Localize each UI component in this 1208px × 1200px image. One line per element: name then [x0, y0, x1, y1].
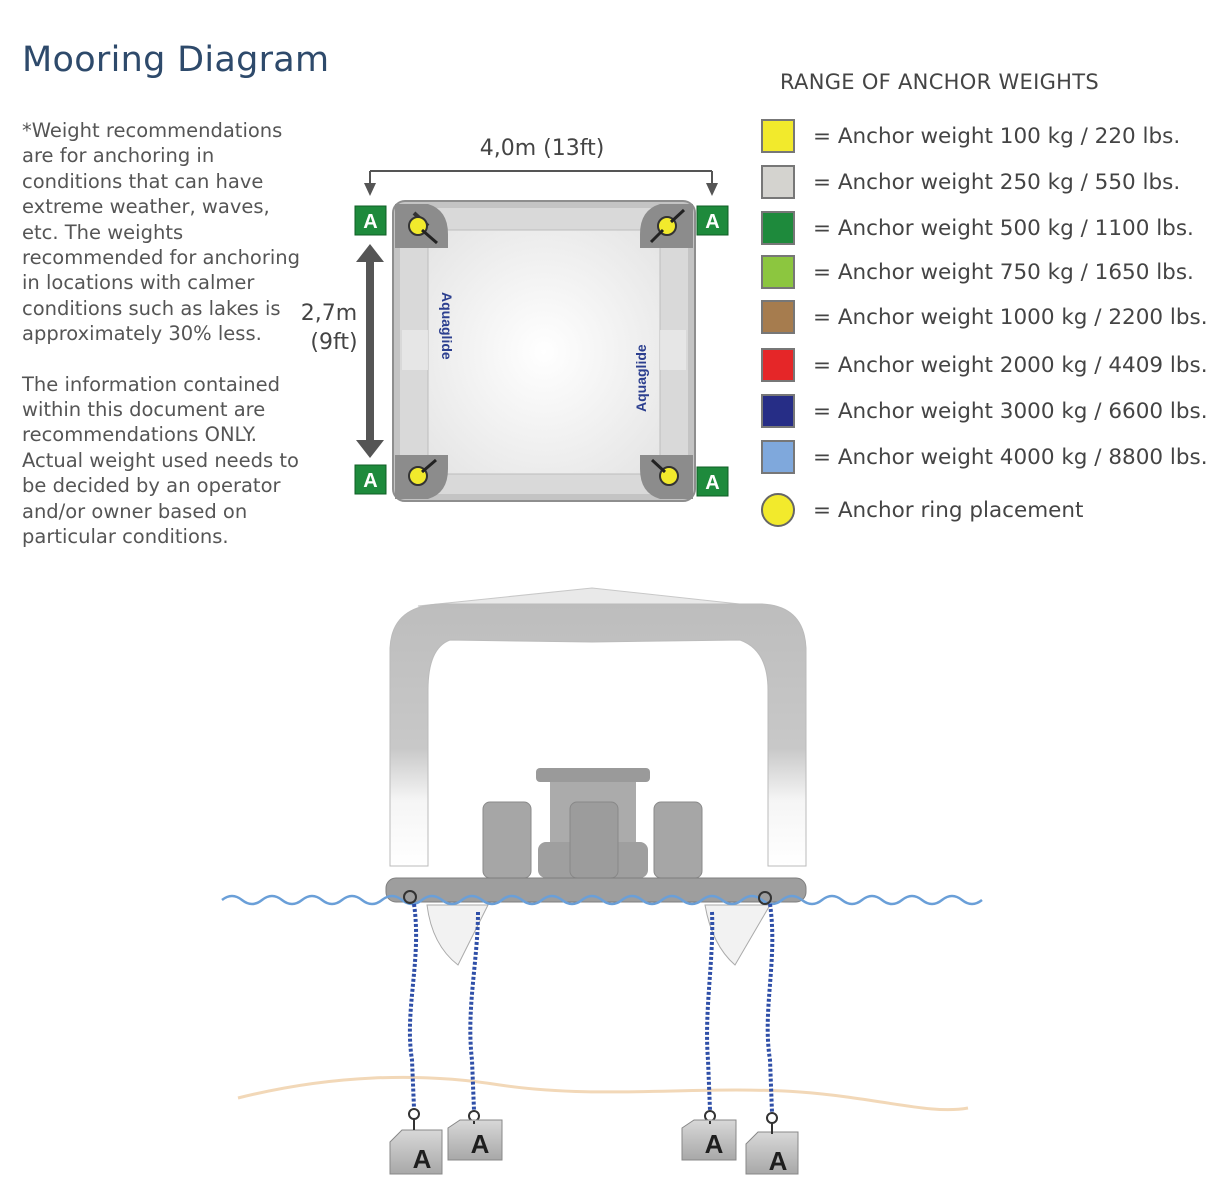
left-bollard — [482, 801, 532, 879]
anchor-weight-label: A — [769, 1146, 788, 1176]
anchor-badge-label: A — [363, 470, 377, 492]
navy-swatch — [761, 394, 795, 428]
green-swatch — [761, 211, 795, 245]
water-line — [221, 894, 983, 906]
right-keel — [704, 904, 771, 966]
brown-swatch — [761, 300, 795, 334]
light-gray-swatch — [761, 165, 795, 199]
legend-item-2000kg: = Anchor weight 2000 kg / 4409 lbs. — [761, 347, 1208, 383]
mooring-rope — [705, 911, 715, 1111]
disclaimer-note: The information contained within this do… — [22, 372, 299, 549]
red-swatch — [761, 348, 795, 382]
legend-label: = Anchor weight 750 kg / 1650 lbs. — [813, 259, 1194, 285]
anchor-weight: A — [389, 1119, 443, 1175]
legend-item-100kg: = Anchor weight 100 kg / 220 lbs. — [761, 118, 1180, 154]
base-platform — [385, 877, 807, 903]
anchor-badge-tl: A — [354, 205, 387, 236]
depth-dimension: 2,7m (9ft) — [301, 244, 384, 458]
legend-label: = Anchor weight 1000 kg / 2200 lbs. — [813, 304, 1208, 330]
anchor-ring-icon — [761, 493, 795, 527]
corner-tl — [395, 204, 448, 248]
anchor-badge-label: A — [363, 211, 377, 233]
legend-label: = Anchor ring placement — [813, 497, 1084, 523]
legend-item-750kg: = Anchor weight 750 kg / 1650 lbs. — [761, 254, 1194, 290]
legend-item-500kg: = Anchor weight 500 kg / 1100 lbs. — [761, 210, 1194, 246]
weight-note: *Weight recommendations are for anchorin… — [22, 119, 301, 346]
legend-item-ring: = Anchor ring placement — [761, 492, 1083, 528]
anchor-badge-bl: A — [354, 464, 387, 495]
legend-label: = Anchor weight 2000 kg / 4409 lbs. — [813, 352, 1208, 378]
legend-label: = Anchor weight 500 kg / 1100 lbs. — [813, 215, 1194, 241]
arch-frame — [389, 603, 807, 867]
depth-label: 2,7m — [301, 301, 357, 326]
corner-tr — [640, 204, 693, 248]
side-view: A A A A — [221, 587, 983, 1176]
anchor-badge-label: A — [705, 211, 719, 233]
anchor-weight: A — [745, 1123, 799, 1176]
side-panel — [402, 330, 428, 370]
depth-label-ft: (9ft) — [310, 330, 357, 355]
legend-label: = Anchor weight 250 kg / 550 lbs. — [813, 169, 1181, 195]
legend-item-250kg: = Anchor weight 250 kg / 550 lbs. — [761, 164, 1180, 200]
page-title: Mooring Diagram — [22, 40, 330, 80]
anchor-weight-label: A — [705, 1129, 724, 1159]
anchor-badge-tr: A — [696, 205, 729, 236]
legend-item-4000kg: = Anchor weight 4000 kg / 8800 lbs. — [761, 439, 1208, 475]
light-blue-swatch — [761, 440, 795, 474]
legend-label: = Anchor weight 100 kg / 220 lbs. — [813, 123, 1181, 149]
anchor-weight: A — [681, 1119, 737, 1161]
width-label: 4,0m (13ft) — [480, 136, 605, 161]
width-dimension: 4,0m (13ft) — [364, 136, 718, 196]
ring-icon — [758, 891, 772, 905]
top-view: 4,0m (13ft) 2,7m (9ft) Aquaglide Aquagli… — [301, 136, 729, 502]
mooring-rope — [407, 903, 419, 1109]
anchor-badge-br: A — [696, 466, 729, 497]
seabed-line — [237, 1075, 969, 1112]
brand-logo: Aquaglide — [633, 344, 649, 412]
legend-item-3000kg: = Anchor weight 3000 kg / 6600 lbs. — [761, 393, 1208, 429]
mooring-rope — [765, 903, 775, 1113]
right-bollard — [653, 801, 703, 879]
ring-icon — [403, 890, 417, 904]
platform-deck — [427, 229, 661, 475]
shackle-icon — [766, 1112, 778, 1124]
legend-title: RANGE OF ANCHOR WEIGHTS — [780, 70, 1099, 94]
mooring-rope — [468, 911, 480, 1111]
front-bollard — [569, 801, 619, 879]
corner-br — [640, 455, 693, 499]
legend-label: = Anchor weight 3000 kg / 6600 lbs. — [813, 398, 1208, 424]
shackle-icon — [408, 1108, 420, 1120]
anchor-weight-label: A — [413, 1144, 432, 1174]
anchor-weight: A — [447, 1119, 503, 1161]
brand-logo: Aquaglide — [439, 292, 455, 360]
left-keel — [426, 904, 489, 966]
legend-label: = Anchor weight 4000 kg / 8800 lbs. — [813, 444, 1208, 470]
anchor-badge-label: A — [705, 472, 719, 494]
center-cap — [536, 768, 650, 782]
corner-bl — [395, 455, 448, 499]
side-panel — [660, 330, 686, 370]
legend-item-1000kg: = Anchor weight 1000 kg / 2200 lbs. — [761, 299, 1208, 335]
yellow-swatch — [761, 119, 795, 153]
light-green-swatch — [761, 255, 795, 289]
notes: *Weight recommendations are for anchorin… — [22, 118, 307, 575]
anchor-weight-label: A — [471, 1129, 490, 1159]
